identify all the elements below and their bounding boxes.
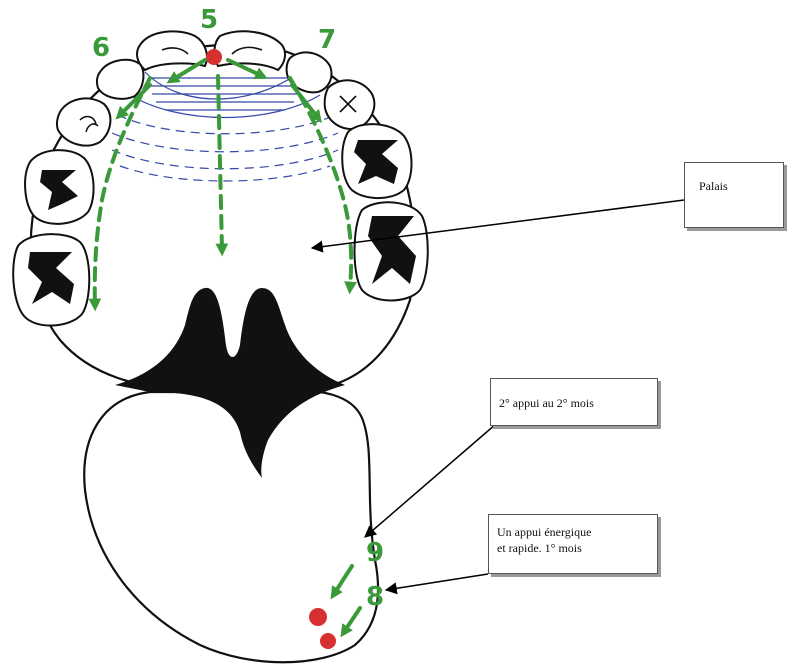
label-point-6: 6: [92, 33, 110, 63]
tongue-outline: [84, 391, 378, 662]
callout-second-press-text: 2° appui au 2° mois: [499, 396, 657, 412]
pointer-first-press: [386, 574, 488, 590]
label-point-7: 7: [318, 25, 336, 55]
tooth-canine-left: [57, 98, 110, 145]
pointer-second-press: [365, 424, 496, 537]
callout-first-press-line1: Un appui énergique: [497, 525, 657, 541]
pressure-dot-tongue-2: [320, 633, 336, 649]
pressure-dot-tongue-1: [309, 608, 327, 626]
callout-palais-text: Palais: [699, 179, 783, 195]
label-point-8: 8: [366, 582, 384, 612]
tooth-lateral-left: [97, 60, 143, 99]
callout-second-press: 2° appui au 2° mois: [490, 378, 658, 426]
label-point-9: 9: [366, 538, 384, 568]
pressure-dot-palate: [206, 49, 222, 65]
callout-first-press-line2: et rapide. 1° mois: [497, 541, 657, 557]
callout-palais: Palais: [684, 162, 784, 228]
callout-first-press: Un appui énergique et rapide. 1° mois: [488, 514, 658, 574]
label-point-5: 5: [200, 5, 218, 35]
tooth-incisor-right: [214, 31, 285, 70]
